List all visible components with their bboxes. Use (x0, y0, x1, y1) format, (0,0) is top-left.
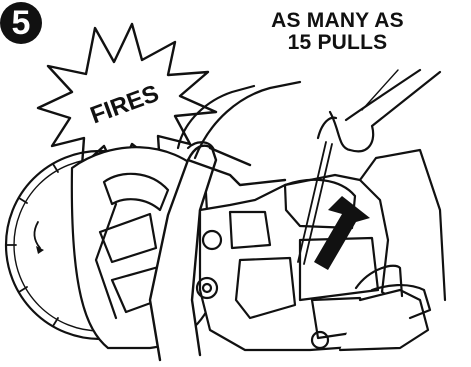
operator-right-arm (318, 70, 440, 151)
operator-left-arm (178, 82, 300, 158)
caption-leader-line (362, 70, 398, 110)
